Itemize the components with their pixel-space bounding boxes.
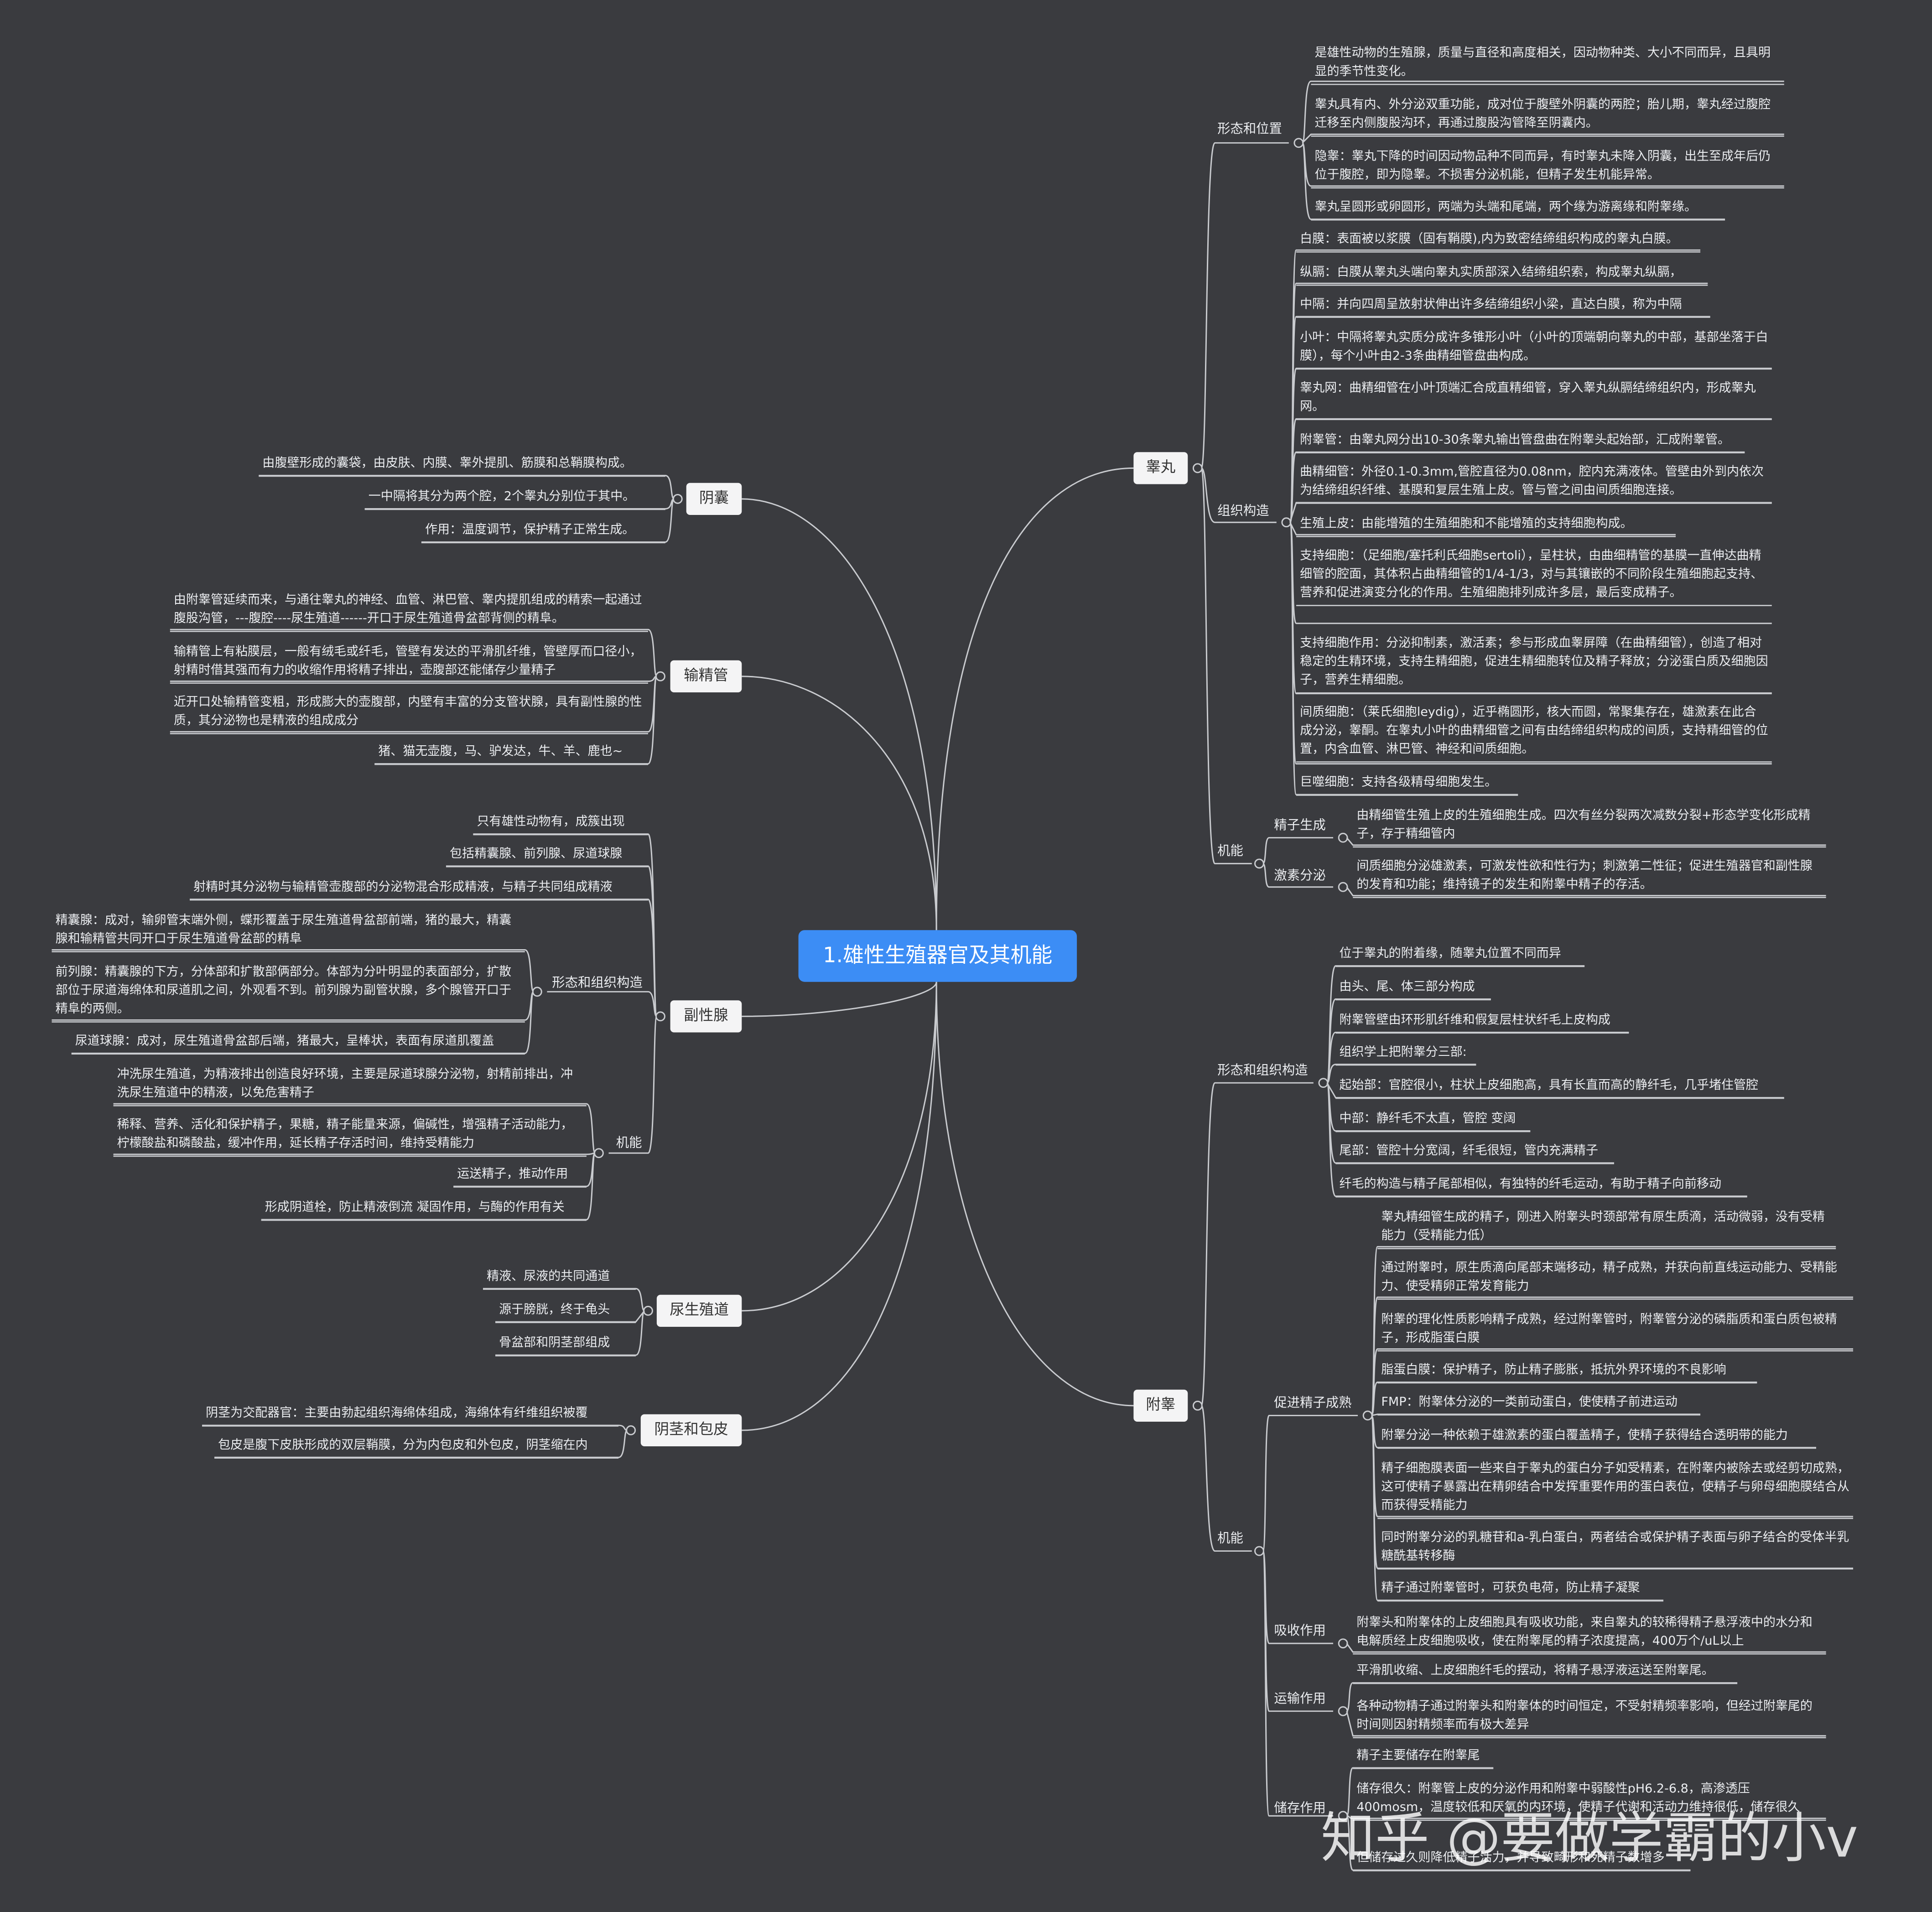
epididymis-function-label[interactable]: 机能 — [1217, 1531, 1243, 1546]
accessory-morphology-item[interactable]: 前列腺：精囊腺的下方，分体部和扩散部俩部分。体部为分叶明显的表面部分，扩散部位于… — [52, 963, 525, 1023]
testis-structure-item[interactable]: 纵膈：白膜从睾丸头端向睾丸实质部深入结缔组织索，构成睾丸纵膈， — [1296, 264, 1708, 286]
accessory-function-item[interactable]: 冲洗尿生殖道，为精液排出创造良好环境，主要是尿道球腺分泌物，射精前排出，冲洗尿生… — [113, 1065, 587, 1107]
accessory-morphology-item[interactable]: 精囊腺：成对，输卵管末端外侧，蝶形覆盖于尿生殖道骨盆部前端，猪的最大，精囊腺和输… — [52, 912, 525, 952]
accessory-morphology-label[interactable]: 形态和组织构造 — [552, 976, 643, 991]
testis-structure-item[interactable]: 小叶：中隔将睾丸实质分成许多锥形小叶（小叶的顶端朝向睾丸的中部，基部坐落于白膜）… — [1296, 329, 1772, 370]
epididymis-morphology-item[interactable]: 由头、尾、体三部分构成 — [1335, 978, 1491, 1001]
epididymis-maturation-item[interactable]: 精子通过附睾管时，可获负电荷，防止精子凝聚 — [1377, 1579, 1664, 1602]
testis-structure-label[interactable]: 组织构造 — [1217, 504, 1269, 519]
accessory-function-item[interactable]: 形成阴道栓，防止精液倒流 凝固作用，与酶的作用有关 — [261, 1199, 587, 1221]
branch-vas-deferens[interactable]: 输精管 — [670, 660, 742, 692]
epididymis-storage-item[interactable]: 精子主要储存在附睾尾 — [1353, 1747, 1494, 1769]
epididymis-maturation-item[interactable]: 脂蛋白膜：保护精子，防止精子膨胀，抵抗外界环境的不良影响 — [1377, 1361, 1757, 1384]
branch-accessory-glands[interactable]: 副性腺 — [670, 1000, 742, 1033]
branch-urogenital-tract[interactable]: 尿生殖道 — [656, 1294, 742, 1327]
testis-function-label[interactable]: 机能 — [1217, 844, 1243, 859]
epididymis-transport-item[interactable]: 平滑肌收缩、上皮细胞纤毛的摆动，将精子悬浮液运送至附睾尾。 — [1353, 1662, 1738, 1684]
branch-epididymis[interactable]: 附睾 — [1133, 1389, 1188, 1422]
testis-structure-item[interactable]: 间质细胞：（莱氏细胞leydig），近乎椭圆形，核大而圆，常聚集存在，雄激素在此… — [1296, 703, 1772, 763]
testis-structure-item[interactable]: 生殖上皮：由能增殖的生殖细胞和不能增殖的支持细胞构成。 — [1296, 515, 1676, 537]
epididymis-absorption-label[interactable]: 吸收作用 — [1274, 1623, 1326, 1639]
epididymis-absorption-text[interactable]: 附睾头和附睾体的上皮细胞具有吸收功能，来自睾丸的较稀得精子悬浮液中的水分和电解质… — [1353, 1614, 1826, 1655]
epididymis-maturation-item[interactable]: 睾丸精细管生成的精子，刚进入附睾头时颈部常有原生质滴，活动微弱，没有受精能力（受… — [1377, 1209, 1836, 1249]
epididymis-maturation-label[interactable]: 促进精子成熟 — [1274, 1396, 1352, 1411]
testis-morphology-item[interactable]: 睾丸具有内、外分泌双重功能，成对位于腹壁外阴囊的两腔；胎儿期，睾丸经过腹腔迁移至… — [1311, 96, 1784, 137]
epididymis-maturation-item[interactable]: 附睾的理化性质影响精子成熟，经过附睾管时，附睾管分泌的磷脂质和蛋白质包被精子，形… — [1377, 1311, 1854, 1351]
testis-structure-item[interactable]: 睾丸网：曲精细管在小叶顶端汇合成直精细管，穿入睾丸纵膈结缔组织内，形成睾丸网。 — [1296, 379, 1772, 421]
testis-structure-item[interactable]: 支持细胞：（足细胞/塞托利氏细胞sertoli），呈柱状，由曲细精管的基膜一直伸… — [1296, 547, 1772, 606]
testis-morphology-item[interactable]: 睾丸呈圆形或卵圆形，两端为头端和尾端，两个缘为游离缘和附睾缘。 — [1311, 198, 1725, 221]
testis-structure-item[interactable]: 附睾管：由睾丸网分出10-30条睾丸输出管盘曲在附睾头起始部，汇成附睾管。 — [1296, 431, 1745, 453]
epididymis-maturation-item[interactable]: 附睾分泌一种依赖于雄激素的蛋白覆盖精子，使精子获得结合透明带的能力 — [1377, 1427, 1817, 1449]
testis-structure-item[interactable]: 巨噬细胞：支持各级精母细胞发生。 — [1296, 774, 1518, 796]
branch-testis[interactable]: 睾丸 — [1133, 452, 1188, 484]
vas-deferens-item[interactable]: 近开口处输精管变粗，形成膨大的壶腹部，内壁有丰富的分支管状腺，具有副性腺的性质，… — [170, 694, 648, 734]
epididymis-maturation-item[interactable]: 精子细胞膜表面一些来自于睾丸的蛋白分子如受精素，在附睾内被除去或经剪切成熟，这可… — [1377, 1460, 1854, 1519]
testis-spermatogenesis-label[interactable]: 精子生成 — [1274, 818, 1326, 833]
epididymis-storage-label[interactable]: 储存作用 — [1274, 1801, 1326, 1816]
epididymis-morphology-item[interactable]: 尾部：管腔十分宽阔，纤毛很短，管内充满精子 — [1335, 1142, 1614, 1164]
epididymis-maturation-item[interactable]: 通过附睾时，原生质滴向尾部末端移动，精子成熟，并获向前直线运动能力、受精能力、使… — [1377, 1259, 1854, 1300]
urogenital-item[interactable]: 精液、尿液的共同通道 — [483, 1268, 636, 1290]
accessory-function-item[interactable]: 稀释、营养、活化和保护精子，果糖，精子能量来源，偏碱性，增强精子活动能力，柠檬酸… — [113, 1116, 587, 1157]
branch-scrotum[interactable]: 阴囊 — [686, 483, 742, 515]
zhihu-watermark: 知乎 @要做学霸的小v — [1321, 1807, 1858, 1870]
branch-penis-prepuce[interactable]: 阴茎和包皮 — [640, 1414, 742, 1446]
epididymis-morphology-item[interactable]: 中部：静纤毛不太直，管腔 变阔 — [1335, 1110, 1531, 1133]
testis-hormone-text[interactable]: 间质细胞分泌雄激素，可激发性欲和性行为；刺激第二性征；促进生殖器官和副性腺的发育… — [1353, 857, 1826, 899]
epididymis-storage-item[interactable]: 储存很久：附睾管上皮的分泌作用和附睾中弱酸性pH6.2-6.8，高渗透压400m… — [1353, 1780, 1826, 1821]
testis-structure-item[interactable]: 支持细胞作用：分泌抑制素，激活素；参与形成血睾屏障（在曲精细管），创造了相对稳定… — [1296, 634, 1772, 694]
penis-item[interactable]: 阴茎为交配器官：主要由勃起组织海绵体组成，海绵体有纤维组织被覆 — [202, 1404, 619, 1427]
vas-deferens-item[interactable]: 猪、猫无壶腹，马、驴发达，牛、羊、鹿也~ — [374, 743, 648, 765]
testis-spermatogenesis-text[interactable]: 由精细管生殖上皮的生殖细胞生成。四次有丝分裂两次减数分裂+形态学变化形成精子，存… — [1353, 807, 1826, 848]
testis-morphology-item[interactable]: 隐睾：睾丸下降的时间因动物品种不同而异，有时睾丸未降入阴囊，出生至成年后仍位于腹… — [1311, 148, 1784, 189]
epididymis-transport-label[interactable]: 运输作用 — [1274, 1691, 1326, 1706]
epididymis-maturation-item[interactable]: FMP：附睾体分泌的一类前动蛋白，使使精子前进运动 — [1377, 1393, 1701, 1416]
scrotum-item[interactable]: 作用：温度调节，保护精子正常生成。 — [421, 521, 665, 544]
root-topic[interactable]: 1.雄性生殖器官及其机能 — [798, 930, 1077, 982]
epididymis-storage-item[interactable]: 但储存过久则降低精子活力，并导致畸形和死精子数增多 — [1353, 1849, 1691, 1871]
epididymis-transport-item[interactable]: 各种动物精子通过附睾头和附睾体的时间恒定，不受射精频率影响，但经过附睾尾的时间则… — [1353, 1698, 1826, 1739]
testis-morphology-item[interactable]: 是雄性动物的生殖腺，质量与直径和高度相关，因动物种类、大小不同而异，且具明显的季… — [1311, 44, 1784, 85]
scrotum-item[interactable]: 由腹壁形成的囊袋，由皮肤、内膜、睾外提肌、筋膜和总鞘膜构成。 — [259, 455, 665, 477]
testis-structure-item[interactable]: 中隔：并向四周呈放射状伸出许多结缔组织小梁，直达白膜，称为中隔 — [1296, 296, 1710, 318]
accessory-function-item[interactable]: 运送精子，推动作用 — [453, 1165, 587, 1188]
testis-morphology-label[interactable]: 形态和位置 — [1217, 122, 1282, 137]
epididymis-morphology-item[interactable]: 组织学上把附睾分三部: — [1335, 1044, 1476, 1066]
epididymis-morphology-item[interactable]: 纤毛的构造与精子尾部相似，有独特的纤毛运动，有助于精子向前移动 — [1335, 1175, 1747, 1198]
epididymis-morphology-item[interactable]: 位于睾丸的附着缘，随睾丸位置不同而异 — [1335, 945, 1585, 967]
epididymis-morphology-label[interactable]: 形态和组织构造 — [1217, 1063, 1308, 1078]
accessory-function-label[interactable]: 机能 — [616, 1136, 642, 1151]
testis-structure-item[interactable]: 曲精细管：外径0.1-0.3mm,管腔直径为0.08nm，腔内充满液体。管壁由外… — [1296, 463, 1772, 504]
testis-structure-item[interactable]: 白膜：表面被以浆膜（固有鞘膜),内为致密结缔组织构成的睾丸白膜。 — [1296, 230, 1701, 253]
testis-hormone-label[interactable]: 激素分泌 — [1274, 868, 1326, 883]
vas-deferens-item[interactable]: 由附睾管延续而来，与通往睾丸的神经、血管、淋巴管、睾内提肌组成的精索一起通过腹股… — [170, 591, 648, 632]
urogenital-item[interactable]: 骨盆部和阴茎部组成 — [495, 1334, 636, 1356]
epididymis-morphology-item[interactable]: 附睾管壁由环形肌纤维和假复层柱状纤毛上皮构成 — [1335, 1012, 1629, 1034]
scrotum-item[interactable]: 一中隔将其分为两个腔，2个睾丸分别位于其中。 — [364, 488, 665, 510]
urogenital-item[interactable]: 源于膀胱，终于龟头 — [495, 1301, 636, 1323]
epididymis-maturation-item[interactable]: 同时附睾分泌的乳糖苷和a-乳白蛋白，两者结合或保护精子表面与卵子结合的受体半乳糖… — [1377, 1529, 1854, 1570]
vas-deferens-item[interactable]: 输精管上有粘膜层，一般有绒毛或纤毛，管壁有发达的平滑肌纤维，管壁厚而口径小，射精… — [170, 643, 648, 684]
accessory-morphology-item[interactable]: 尿道球腺：成对，尿生殖道骨盆部后端，猪最大，呈棒状，表面有尿道肌覆盖 — [71, 1032, 525, 1055]
epididymis-morphology-item[interactable]: 起始部：官腔很小，柱状上皮细胞高，具有长直而高的静纤毛，几乎堵住管腔 — [1335, 1077, 1784, 1099]
accessory-gland-item[interactable]: 只有雄性动物有，成簇出现 — [473, 813, 648, 836]
accessory-gland-item[interactable]: 包括精囊腺、前列腺、尿道球腺 — [446, 845, 648, 868]
accessory-gland-item[interactable]: 射精时其分泌物与输精管壶腹部的分泌物混合形成精液，与精子共同组成精液 — [190, 878, 648, 901]
penis-item[interactable]: 包皮是腹下皮肤形成的双层鞘膜，分为内包皮和外包皮，阴茎缩在内 — [214, 1436, 619, 1459]
